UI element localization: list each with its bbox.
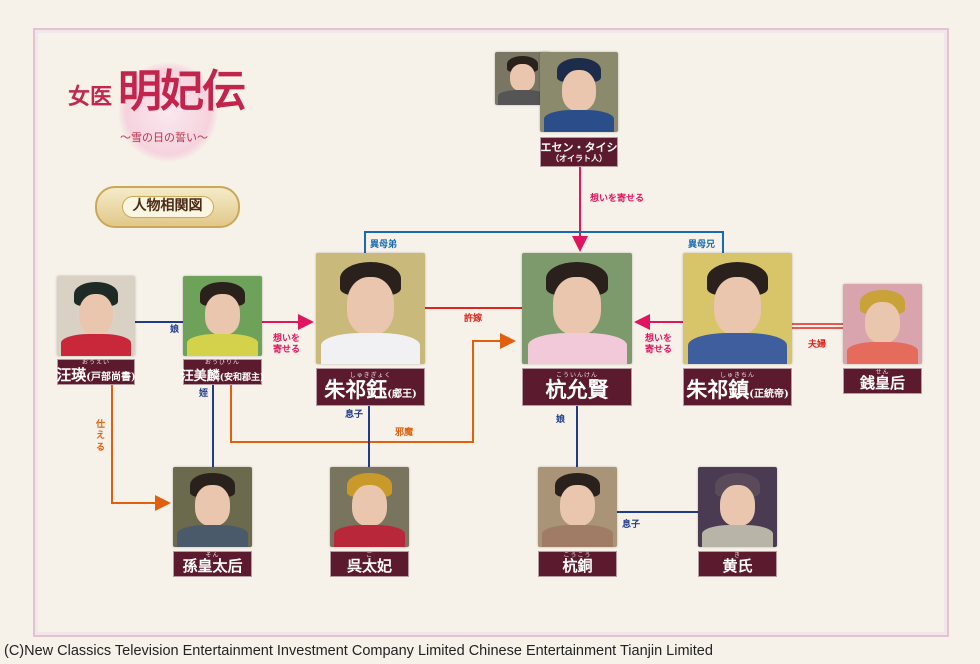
line-serves [111,385,171,511]
rel-serves: 仕 え る [96,420,106,453]
photo-wangmeilin [183,276,262,356]
photo-hangyunxian [522,253,632,364]
photo-wu [330,467,409,547]
drama-logo: 女医 明妃伝 〜雪の日の誓い〜 [68,62,268,162]
photo-huang [698,467,777,547]
rel-zhuqiyu-son: 息子 [345,410,364,420]
rel-hangtong-son: 息子 [622,520,641,530]
label-zhuqiyu: しゅきぎょく朱祁鈺(郕王) [316,368,425,406]
photo-hangtong [538,467,617,547]
photo-esen [540,52,618,132]
label-huang: き黄氏 [698,551,777,577]
label-wu: ご呉太妃 [330,551,409,577]
label-hangtong: こうこう杭銅 [538,551,617,577]
rel-half-brother-younger: 異母弟 [370,240,398,250]
line-obstruct [230,333,516,443]
label-wangmeilin: おうびりん汪美麟(安和郡主) [180,359,265,385]
label-sun: そん孫皇太后 [173,551,252,577]
logo-subtitle: 〜雪の日の誓い〜 [120,131,208,144]
label-wangying: おうえい汪瑛(戸部尚書) [56,359,136,385]
photo-sun [173,467,252,547]
rel-hang-daughter: 娘 [556,415,566,425]
rel-esen-to-hang: 想いを寄せる [590,194,645,204]
logo-title: 明妃伝 [118,66,246,117]
rel-fiance: 許嫁 [464,314,483,324]
rel-half-brother-elder: 異母兄 [688,240,716,250]
label-esen: エセン・タイシ（オイラト人） [540,137,618,167]
rel-niece: 姪 [199,389,209,399]
copyright-footer: (C)New Classics Television Entertainment… [4,643,713,659]
label-qian: せん銭皇后 [843,368,922,394]
rel-wangmeilin-to-zhuqiyu: 想いを 寄せる [273,334,301,356]
label-zhuqizhen: しゅきちん朱祁鎮(正統帝) [683,368,792,406]
photo-zhuqiyu [316,253,425,364]
rel-wangying-daughter: 娘 [170,325,180,335]
photo-qian [843,284,922,364]
rel-zhuqizhen-to-hang: 想いを 寄せる [645,334,673,356]
label-hangyunxian: こういんけん杭允賢 [522,368,632,406]
photo-wangying [57,276,135,356]
line-half-brothers [364,231,724,253]
photo-zhuqizhen [683,253,792,364]
logo-prefix: 女医 [68,84,113,110]
rel-obstruct: 邪魔 [395,428,414,438]
rel-spouses: 夫婦 [808,340,827,350]
decorative-frame [33,28,949,637]
chart-title-badge: 人物相関図 [95,186,240,228]
